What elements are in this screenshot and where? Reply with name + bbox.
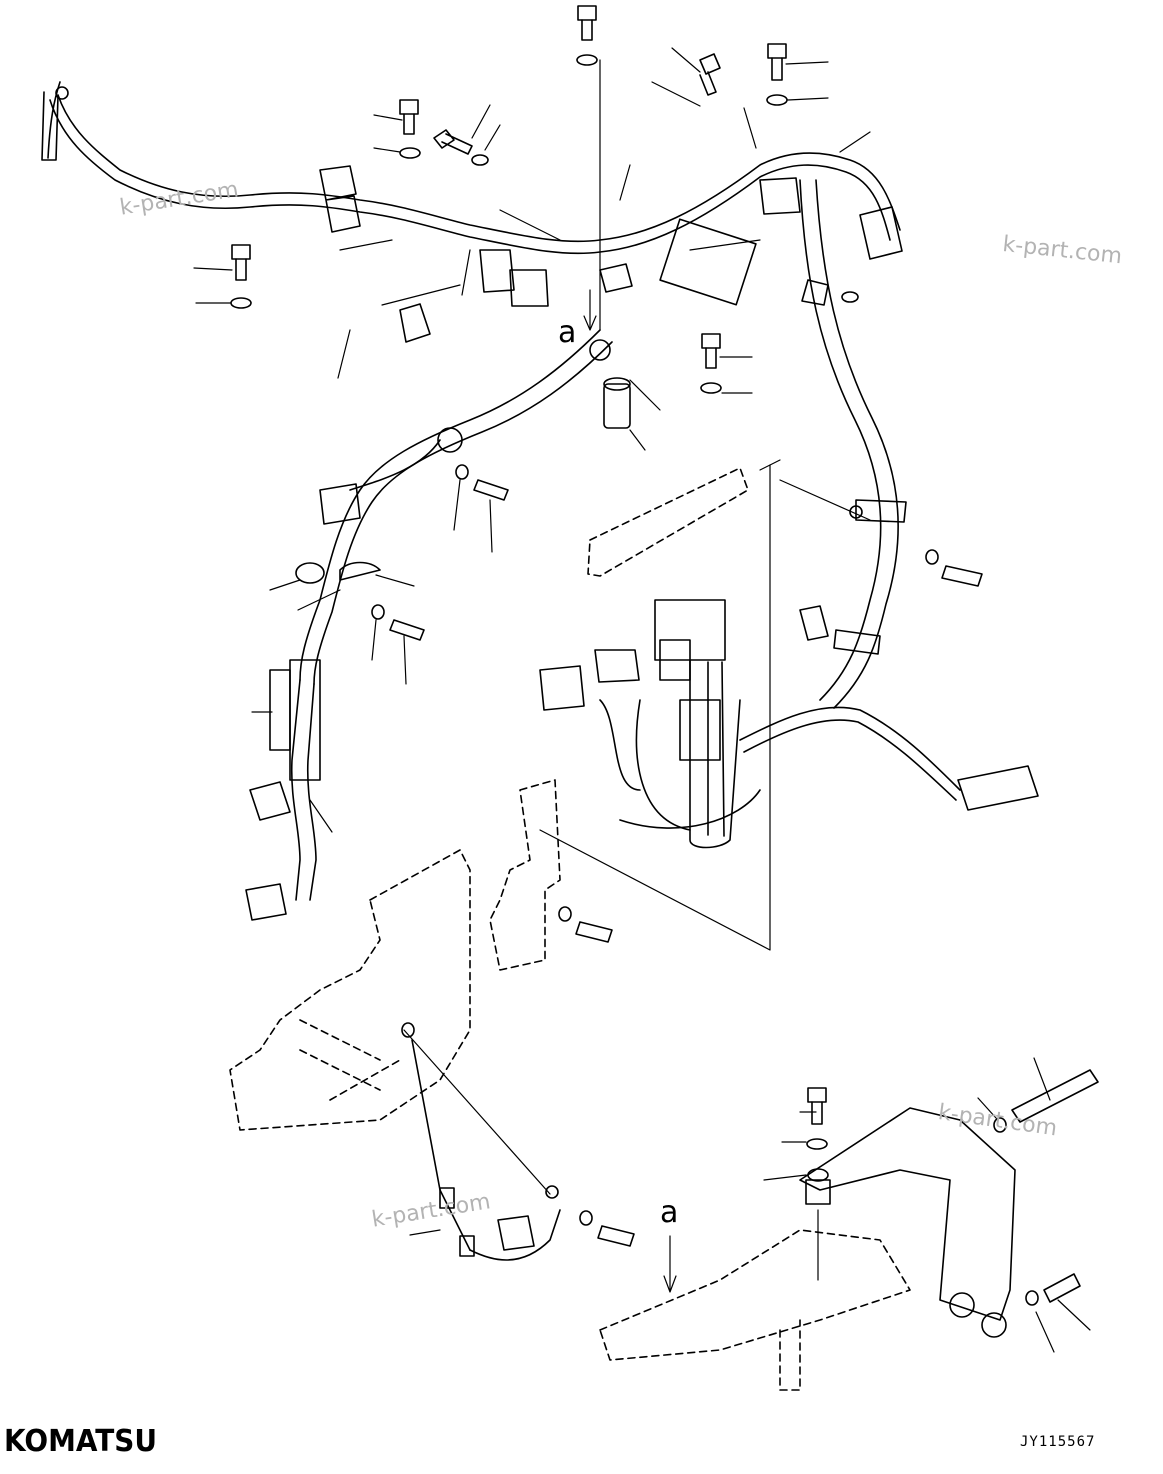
brackets [229, 467, 911, 1391]
lower-left-clip [401, 1022, 561, 1261]
upper-harness [41, 81, 901, 255]
bolts [230, 5, 1099, 1306]
center-harness [290, 329, 613, 901]
right-vertical-harness [799, 179, 907, 709]
lower-harness [599, 659, 961, 849]
leader-lines [193, 47, 1091, 1353]
drawing-code: JY115567 [1020, 1434, 1096, 1450]
komatsu-logo: KOMATSU [4, 1424, 158, 1459]
view-label-a-bottom: a [660, 1195, 679, 1230]
view-label-a-top: a [558, 315, 577, 350]
clamps [269, 218, 757, 781]
connectors [245, 165, 1039, 1251]
bottom-right-bracket [799, 1107, 1016, 1338]
